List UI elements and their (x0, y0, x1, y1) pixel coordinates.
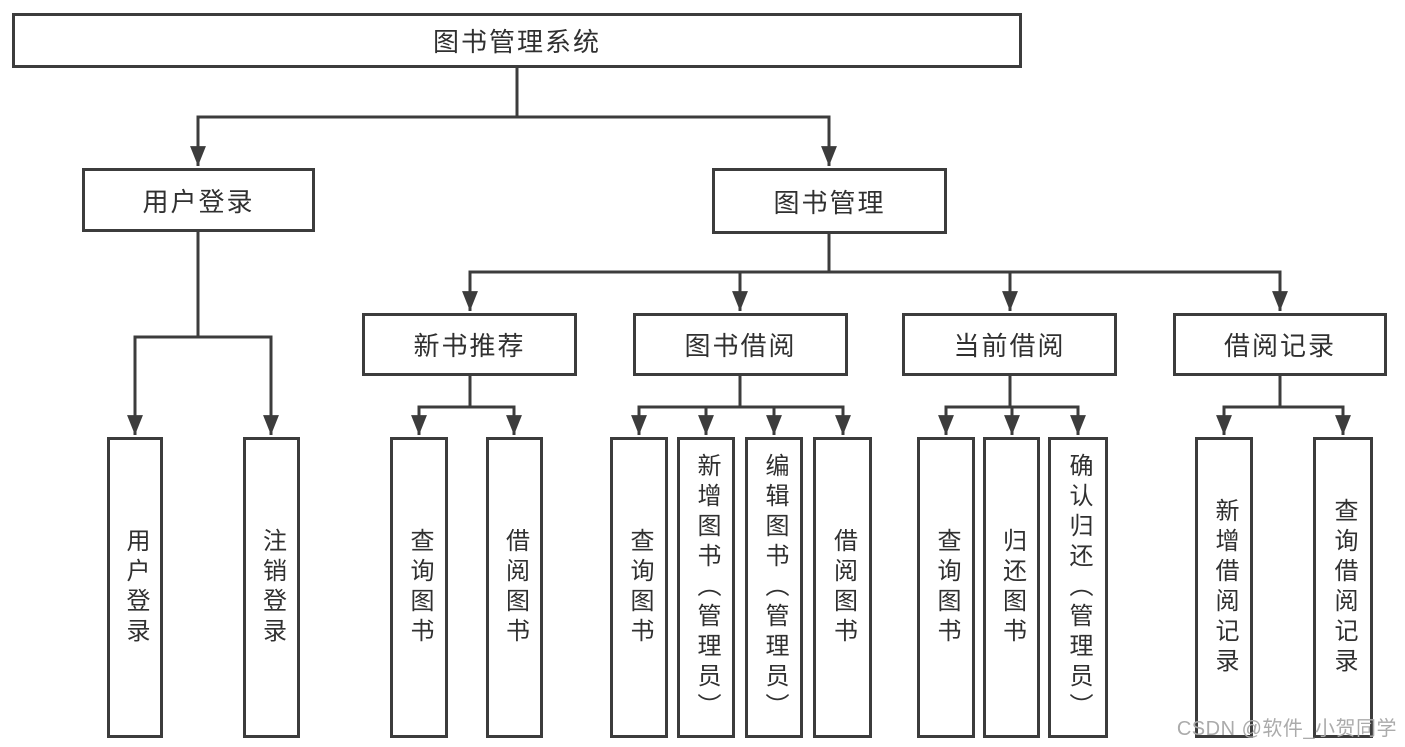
leaf-query-books-current: 查询图书 (917, 437, 975, 738)
csdn-watermark: CSDN @软件_小贺同学 (1176, 718, 1397, 740)
node-root: 图书管理系统 (12, 13, 1022, 68)
leaf-query-borrow-record: 查询借阅记录 (1313, 437, 1373, 738)
node-book-management-branch: 图书管理 (712, 168, 947, 234)
node-new-book-recommend: 新书推荐 (362, 313, 577, 376)
leaf-confirm-return-admin: 确认归还（管理员） (1048, 437, 1108, 738)
leaf-add-books-admin: 新增图书（管理员） (677, 437, 735, 738)
leaf-borrow-books-recommend: 借阅图书 (486, 437, 543, 738)
node-current-borrow: 当前借阅 (902, 313, 1117, 376)
leaf-edit-books-admin: 编辑图书（管理员） (745, 437, 803, 738)
leaf-query-books-recommend: 查询图书 (390, 437, 448, 738)
leaf-user-login: 用户登录 (107, 437, 163, 738)
leaf-logout: 注销登录 (243, 437, 300, 738)
leaf-add-borrow-record: 新增借阅记录 (1195, 437, 1253, 738)
node-borrow-records: 借阅记录 (1173, 313, 1387, 376)
node-user-login-branch: 用户登录 (82, 168, 315, 232)
leaf-query-books-borrow: 查询图书 (610, 437, 668, 738)
leaf-borrow-books: 借阅图书 (813, 437, 872, 738)
node-book-borrow: 图书借阅 (633, 313, 848, 376)
leaf-return-books: 归还图书 (983, 437, 1040, 738)
